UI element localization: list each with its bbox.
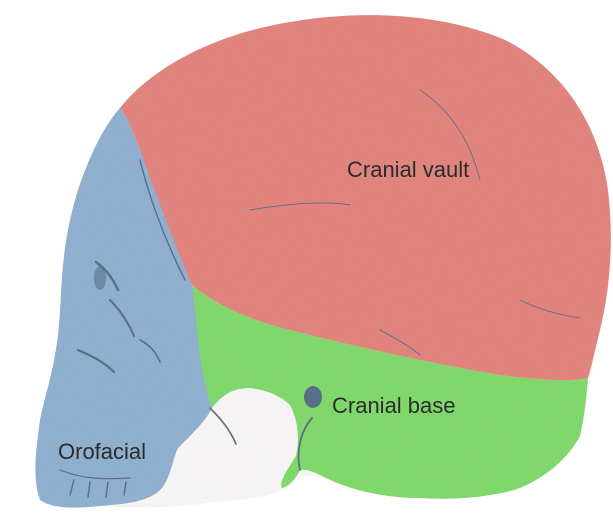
- ear-opening: [304, 386, 322, 408]
- label-cranial-vault: Cranial vault: [347, 157, 469, 182]
- label-orofacial: Orofacial: [58, 439, 146, 464]
- orbit-shadow: [94, 266, 106, 290]
- bone-texture: [35, 15, 610, 508]
- label-cranial-base: Cranial base: [332, 393, 456, 418]
